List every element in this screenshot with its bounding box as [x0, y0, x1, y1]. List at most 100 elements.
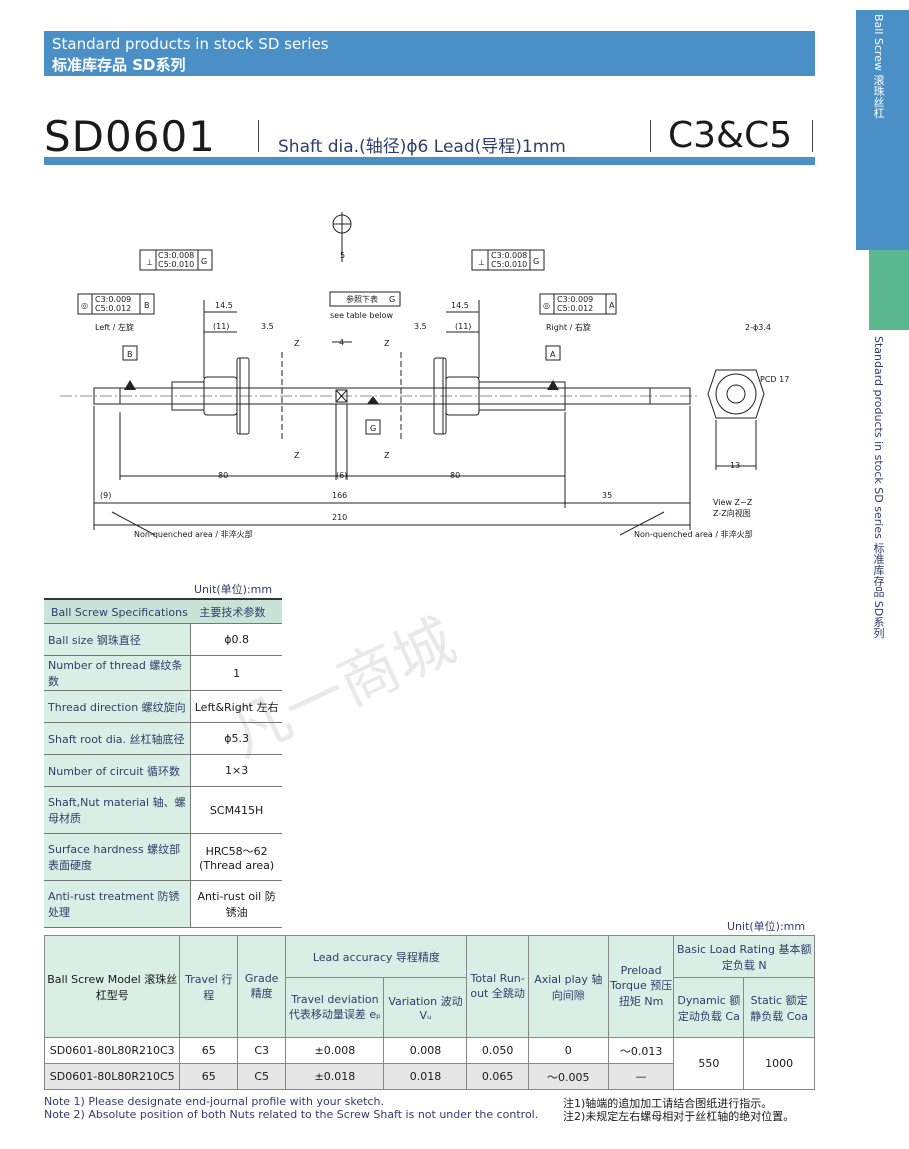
svg-text:G: G	[389, 295, 395, 304]
svg-text:2-ϕ3.4: 2-ϕ3.4	[745, 323, 771, 332]
svg-text:Non-quenched area / 非淬火部: Non-quenched area / 非淬火部	[134, 529, 253, 539]
spec-key: Shaft root dia. 丝杠轴底径	[44, 722, 192, 755]
variation-cell: 0.008	[383, 1037, 468, 1064]
svg-text:C3:0.009: C3:0.009	[557, 295, 593, 304]
preload-cell: —	[607, 1063, 675, 1090]
title-underline	[44, 157, 815, 165]
grade-title: C3&C5	[668, 115, 793, 156]
svg-text:Z: Z	[294, 339, 300, 348]
spec-value: Anti-rust oil 防锈油	[190, 880, 282, 928]
header-dynamic: Dynamic 额定动负载 Ca	[673, 977, 745, 1038]
shaft-lead-info: Shaft dia.(轴径)ϕ6 Lead(导程)1mm	[278, 137, 566, 157]
svg-text:(9): (9)	[100, 491, 111, 500]
svg-text:◎: ◎	[543, 301, 550, 310]
note-1: Note 1) Please designate end-journal pro…	[44, 1095, 384, 1108]
spec-key: Number of circuit 循环数	[44, 754, 192, 787]
svg-text:Non-quenched area / 非淬火部: Non-quenched area / 非淬火部	[634, 529, 753, 539]
title-separator	[258, 120, 259, 152]
title-separator	[812, 120, 813, 152]
table-row: SD0601-80L80R210C3 65 C3 ±0.008 0.008 0.…	[43, 1037, 815, 1090]
runout-cell: 0.065	[466, 1063, 529, 1090]
header-title-cn: 标准库存品 SD系列	[52, 56, 186, 74]
runout-cell: 0.050	[466, 1037, 529, 1064]
spec-key: Number of thread 螺纹条数	[44, 655, 192, 691]
svg-text:Z: Z	[384, 451, 390, 460]
spec-key: Surface hardness 螺纹部表面硬度	[44, 833, 192, 881]
header-variation: Variation 波动 Vᵤ	[383, 977, 468, 1038]
note-2: Note 2) Absolute position of both Nuts r…	[44, 1108, 539, 1121]
svg-text:see table below: see table below	[330, 311, 393, 320]
spec-table: Ball Screw Specifications 主要技术参数 Ball si…	[44, 598, 282, 928]
svg-text:Left / 左旋: Left / 左旋	[95, 322, 134, 332]
svg-text:210: 210	[332, 513, 347, 522]
static-cell: 1000	[743, 1037, 815, 1090]
header-lead-accuracy: Lead accuracy 导程精度	[285, 935, 468, 978]
model-cell: SD0601-80L80R210C5	[43, 1063, 181, 1090]
title-separator	[650, 120, 651, 152]
svg-text:参照下表: 参照下表	[346, 294, 378, 304]
svg-text:C5:0.012: C5:0.012	[95, 304, 131, 313]
svg-text:G: G	[533, 257, 539, 266]
svg-text:80: 80	[218, 471, 228, 480]
header-load-rating: Basic Load Rating 基本额定负载 N	[673, 935, 815, 978]
svg-text:(11): (11)	[455, 322, 471, 331]
technical-drawing: C3:0.008 ⊥ G C3:0.008 ⊥ G C5:0.010 C5:0.…	[60, 212, 789, 539]
table-row: SD0601-80L80R210C5 65 C5 ±0.018 0.018 0.…	[43, 1063, 815, 1090]
svg-text:80: 80	[450, 471, 460, 480]
deviation-cell: ±0.008	[285, 1037, 385, 1064]
spec-key: Thread direction 螺纹旋向	[44, 690, 192, 723]
spec-value: HRC58～62 (Thread area)	[190, 833, 282, 881]
svg-text:View Z−Z: View Z−Z	[713, 498, 753, 507]
main-unit: Unit(单位):mm	[727, 920, 806, 933]
svg-text:3.5: 3.5	[261, 322, 274, 331]
spec-unit: Unit(单位):mm	[194, 583, 273, 596]
svg-text:B: B	[127, 350, 133, 359]
svg-text:3.5: 3.5	[414, 322, 427, 331]
side-tab-blue	[856, 10, 909, 250]
svg-text:166: 166	[332, 491, 347, 500]
note-cn-1: 注1)轴端的追加加工请结合图纸进行指示。	[563, 1097, 773, 1110]
header-deviation: Travel deviation 代表移动量误差 eₚ	[285, 977, 385, 1038]
svg-text:14.5: 14.5	[215, 301, 233, 310]
header-runout: Total Run-out 全跳动	[466, 935, 529, 1038]
svg-text:◎: ◎	[81, 301, 88, 310]
svg-text:C3:0.009: C3:0.009	[95, 295, 131, 304]
svg-text:C5:0.010: C5:0.010	[158, 260, 194, 269]
svg-text:G: G	[370, 424, 376, 433]
svg-text:B: B	[144, 301, 150, 310]
axial-cell: 0	[527, 1037, 609, 1064]
spec-value: Left&Right 左右	[190, 690, 282, 723]
svg-text:(6): (6)	[336, 471, 347, 480]
svg-text:Z-Z向视图: Z-Z向视图	[713, 508, 751, 518]
svg-text:Z: Z	[294, 451, 300, 460]
svg-text:C3:0.008: C3:0.008	[158, 251, 194, 260]
grade-cell: C5	[237, 1063, 287, 1090]
spec-key: Anti-rust treatment 防锈处理	[44, 880, 192, 928]
header-travel: Travel 行程	[179, 935, 239, 1038]
svg-text:⊥: ⊥	[478, 258, 485, 267]
grade-cell: C3	[237, 1037, 287, 1064]
svg-text:14.5: 14.5	[451, 301, 469, 310]
header-banner: Standard products in stock SD series 标准库…	[44, 31, 815, 76]
svg-text:35: 35	[602, 491, 612, 500]
header-preload: Preload Torque 预压扭矩 Nm	[607, 935, 675, 1038]
svg-text:⊥: ⊥	[146, 258, 153, 267]
spec-key: Shaft,Nut material 轴、螺母材质	[44, 786, 192, 834]
spec-value: 1	[190, 655, 282, 691]
svg-text:A: A	[550, 350, 556, 359]
svg-text:G: G	[201, 257, 207, 266]
svg-text:A: A	[609, 301, 615, 310]
spec-value: ϕ0.8	[190, 623, 282, 656]
axial-cell: ～0.005	[527, 1063, 609, 1090]
header-static: Static 额定静负载 Coa	[743, 977, 815, 1038]
model-number: SD0601	[44, 112, 216, 161]
dynamic-cell: 550	[673, 1037, 745, 1090]
deviation-cell: ±0.018	[285, 1063, 385, 1090]
svg-text:C5:0.012: C5:0.012	[557, 304, 593, 313]
travel-cell: 65	[179, 1063, 239, 1090]
svg-text:5: 5	[340, 251, 345, 260]
travel-cell: 65	[179, 1037, 239, 1064]
model-cell: SD0601-80L80R210C3	[43, 1037, 181, 1064]
preload-cell: ～0.013	[607, 1037, 675, 1064]
svg-text:(11): (11)	[213, 322, 229, 331]
